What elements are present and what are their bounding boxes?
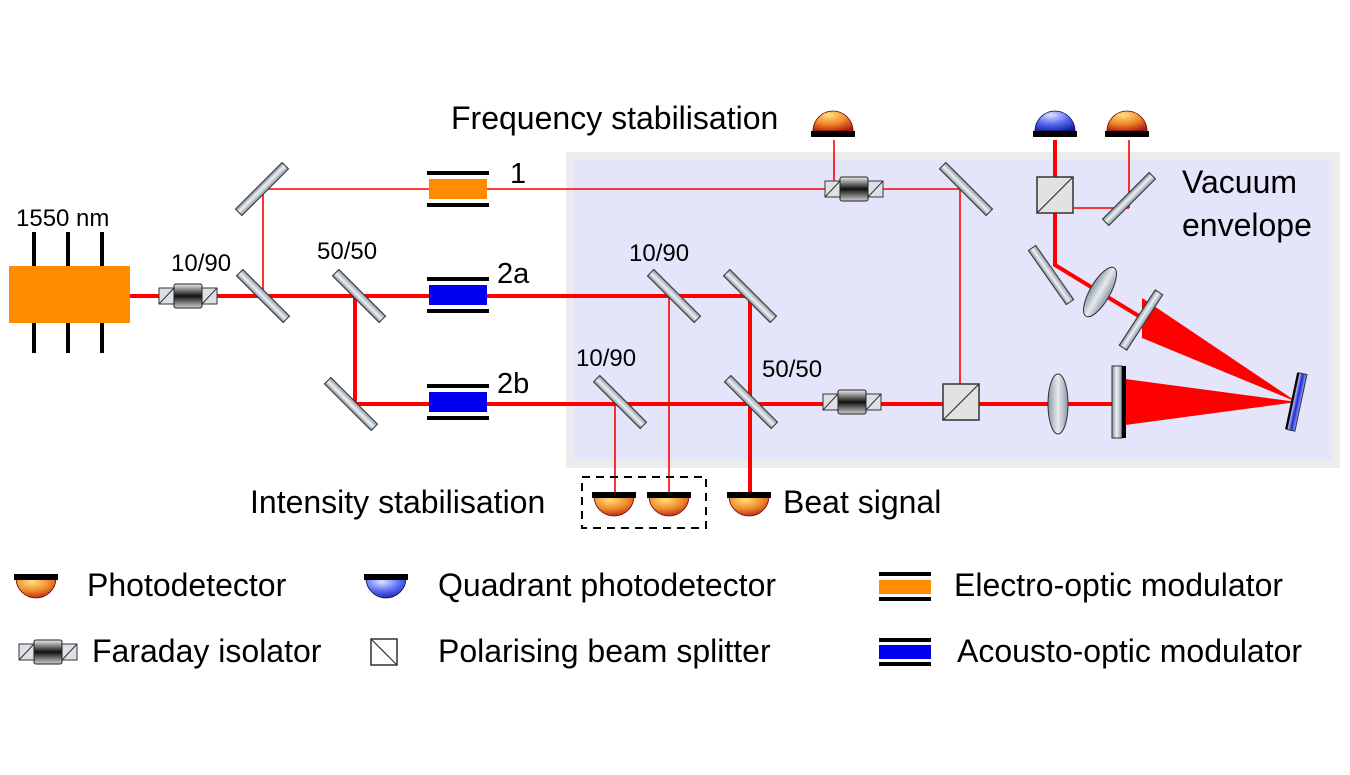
legend: Photodetector Quadrant photodetector Ele… bbox=[13, 567, 1302, 669]
legend-quadrant-photodetector-icon bbox=[364, 574, 408, 599]
intensity-detector-group bbox=[581, 476, 707, 529]
ratio-label-combiner: 50/50 bbox=[762, 356, 822, 383]
intensity-stabilisation-label: Intensity stabilisation bbox=[250, 484, 545, 520]
legend-polarising-beam-splitter-icon bbox=[370, 638, 398, 666]
vacuum-envelope-label-line2: envelope bbox=[1182, 207, 1312, 243]
legend-acousto-optic-modulator-icon bbox=[879, 638, 931, 666]
ratio-label-iso-tap: 10/90 bbox=[171, 250, 231, 277]
faraday-isolator-path1 bbox=[824, 176, 884, 202]
modulator-label-2b: 2b bbox=[497, 368, 529, 400]
vacuum-envelope-label-line1: Vacuum bbox=[1182, 164, 1297, 200]
lens-lower bbox=[1047, 373, 1069, 435]
polarising-beam-splitter-main bbox=[942, 383, 980, 421]
ratio-label-tap-2a: 10/90 bbox=[629, 240, 689, 267]
photodetector-vacuum bbox=[1104, 110, 1150, 138]
acousto-optic-modulator-2a bbox=[427, 277, 489, 313]
photodetector-beat bbox=[726, 491, 772, 517]
legend-photodetector-icon bbox=[13, 573, 59, 599]
electro-optic-modulator-1 bbox=[427, 171, 489, 207]
photodetector-frequency bbox=[810, 110, 856, 138]
legend-photodetector-label: Photodetector bbox=[87, 567, 287, 603]
quadrant-photodetector-vacuum bbox=[1032, 110, 1078, 138]
cavity-beam-lower bbox=[1118, 378, 1297, 426]
laser-source bbox=[9, 232, 130, 353]
acousto-optic-modulator-2b bbox=[427, 384, 489, 420]
legend-acousto-optic-modulator-label: Acousto-optic modulator bbox=[957, 633, 1302, 669]
faraday-isolator-source bbox=[158, 283, 218, 309]
beat-signal-label: Beat signal bbox=[783, 484, 941, 520]
legend-electro-optic-modulator-icon bbox=[879, 572, 931, 601]
legend-faraday-isolator-label: Faraday isolator bbox=[92, 633, 322, 669]
modulator-label-2a: 2a bbox=[497, 258, 530, 290]
legend-faraday-isolator-icon bbox=[18, 639, 78, 665]
photodetector-intensity-2 bbox=[646, 491, 692, 517]
lens-upper bbox=[1083, 266, 1117, 318]
faraday-isolator-main bbox=[822, 389, 882, 415]
legend-electro-optic-modulator-label: Electro-optic modulator bbox=[954, 567, 1283, 603]
photodetector-intensity-1 bbox=[591, 491, 637, 517]
ratio-label-split-main: 50/50 bbox=[317, 238, 377, 265]
cavity-input-mirror-lower bbox=[1111, 365, 1126, 439]
legend-polarising-beam-splitter-label: Polarising beam splitter bbox=[438, 633, 771, 669]
cavity-beam-upper bbox=[1142, 298, 1297, 402]
polarising-beam-splitter-vacuum bbox=[1036, 176, 1074, 214]
legend-quadrant-photodetector-label: Quadrant photodetector bbox=[438, 567, 776, 603]
frequency-stabilisation-label: Frequency stabilisation bbox=[451, 100, 778, 136]
ratio-label-tap-2b: 10/90 bbox=[576, 345, 636, 372]
wavelength-label: 1550 nm bbox=[16, 205, 109, 232]
modulator-label-1: 1 bbox=[510, 158, 526, 190]
cavity-end-mirror bbox=[1285, 372, 1308, 432]
